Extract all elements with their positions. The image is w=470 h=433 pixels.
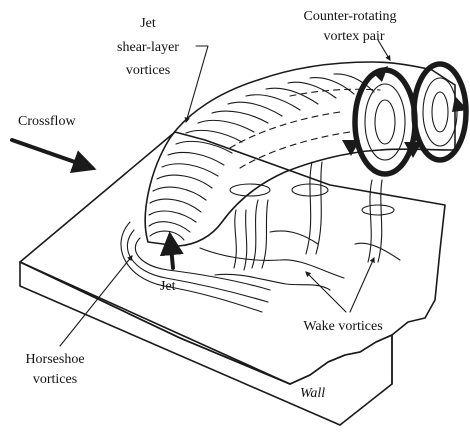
wall-label: Wall bbox=[300, 386, 325, 401]
horseshoe-vortices bbox=[121, 222, 270, 312]
wake-leader-2 bbox=[350, 258, 374, 312]
wake-leader-1 bbox=[306, 272, 346, 312]
wake-label: Wake vortices bbox=[303, 319, 382, 334]
wall-top-surface bbox=[20, 132, 445, 384]
wake-vortex-2 bbox=[252, 200, 268, 268]
crossflow-label: Crossflow bbox=[18, 114, 76, 129]
jet-shear-label-line3: vortices bbox=[126, 63, 170, 78]
crossflow-arrow bbox=[12, 140, 92, 168]
wake-vortex-1 bbox=[234, 210, 247, 270]
jet-label: Jet bbox=[160, 279, 176, 294]
cvp-left-vortex bbox=[355, 70, 415, 174]
horseshoe-leader bbox=[60, 256, 132, 346]
horseshoe-label-line2: vortices bbox=[33, 372, 77, 387]
wake-vortex-3 bbox=[306, 162, 322, 254]
cvp-label-line1: Counter-rotating bbox=[303, 9, 396, 24]
cvp-label-line2: vortex pair bbox=[323, 29, 384, 44]
jet-shear-label-line1: Jet bbox=[140, 16, 156, 31]
jet-arrow bbox=[170, 236, 173, 268]
horseshoe-label-line1: Horseshoe bbox=[25, 352, 84, 367]
wake-vortices bbox=[200, 162, 400, 290]
jet-shear-label-line2: shear-layer bbox=[117, 40, 179, 55]
